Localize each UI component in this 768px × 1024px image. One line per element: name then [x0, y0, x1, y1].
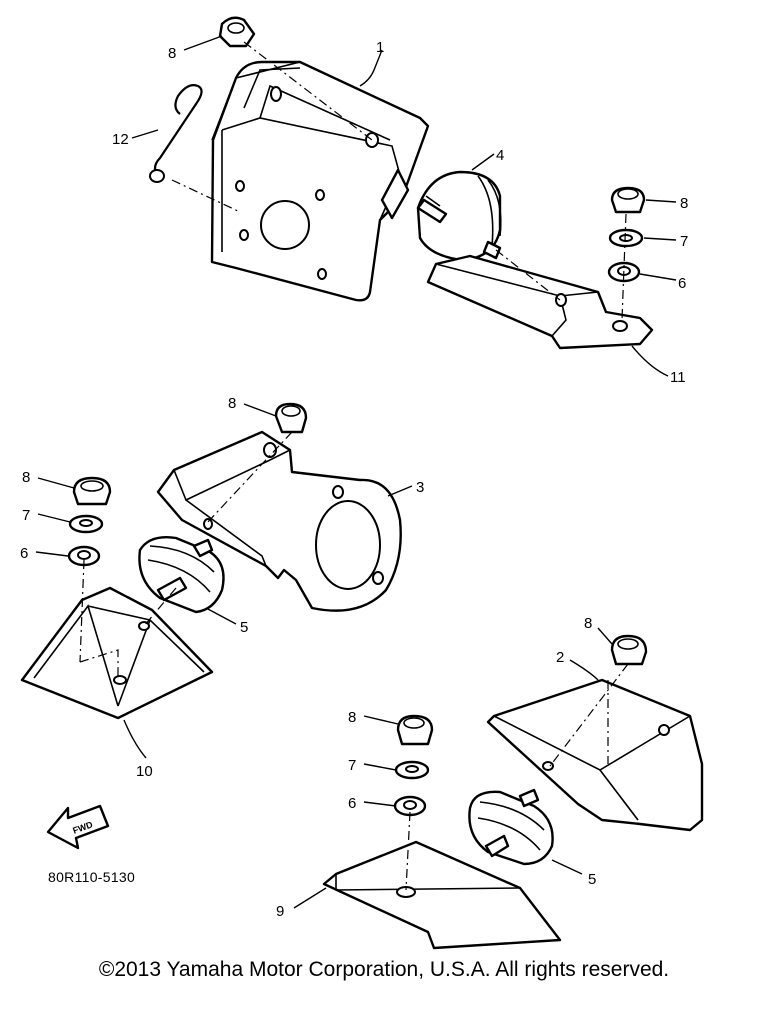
leader-line-8e — [597, 627, 613, 645]
leader-line-8f — [363, 715, 399, 725]
leader-line-6c — [363, 801, 397, 807]
leader-line-8c — [243, 403, 277, 417]
part-7-washer-bottom — [394, 760, 430, 780]
leader-line-6a — [639, 273, 677, 281]
label-part-5-bottom: 5 — [588, 871, 596, 888]
label-part-9: 9 — [276, 903, 284, 920]
assembly-line — [205, 431, 293, 525]
part-11-plate — [426, 254, 654, 350]
leader-line-6b — [35, 551, 69, 557]
leader-line-1 — [359, 49, 383, 87]
part-8-nut-bottom-right — [610, 634, 648, 666]
label-part-3: 3 — [416, 479, 424, 496]
label-part-7-bottom: 7 — [348, 757, 356, 774]
leader-line-5b — [551, 859, 583, 875]
label-part-7-left: 7 — [22, 507, 30, 524]
label-part-8-bottom: 8 — [348, 709, 356, 726]
leader-line-7c — [363, 763, 397, 771]
label-part-4: 4 — [496, 147, 504, 164]
label-part-8-right: 8 — [680, 195, 688, 212]
part-3-bracket — [156, 430, 402, 612]
label-part-8-top: 8 — [168, 45, 176, 62]
assembly-line — [495, 249, 561, 301]
part-8-nut-left — [72, 476, 112, 506]
part-7-washer-right — [608, 228, 644, 248]
label-part-12: 12 — [112, 131, 129, 148]
part-10-base — [20, 586, 214, 720]
label-part-2: 2 — [556, 649, 564, 666]
label-part-7-right: 7 — [680, 233, 688, 250]
leader-line-10 — [123, 719, 147, 759]
part-5-rubber-mount-middle — [138, 536, 225, 614]
label-part-6-bottom: 6 — [348, 795, 356, 812]
part-2-bracket — [486, 678, 704, 832]
label-part-8-middle: 8 — [228, 395, 236, 412]
label-part-10: 10 — [136, 763, 153, 780]
assembly-line — [549, 663, 629, 767]
label-part-5-middle: 5 — [240, 619, 248, 636]
leader-line-5a — [205, 607, 237, 625]
assembly-line — [79, 649, 119, 680]
leader-line-8d — [37, 477, 75, 489]
part-4-rubber-mount — [416, 170, 502, 262]
assembly-line — [143, 587, 177, 627]
leader-line-4 — [471, 153, 495, 171]
label-part-11: 11 — [670, 369, 686, 386]
assembly-line — [79, 559, 85, 663]
part-1-bracket — [210, 60, 430, 302]
label-part-6-right: 6 — [678, 275, 686, 292]
part-5-rubber-mount-bottom — [468, 788, 554, 866]
part-8-nut-middle — [274, 402, 308, 434]
assembly-line — [405, 811, 411, 891]
label-part-8-left: 8 — [22, 469, 30, 486]
leader-line-2 — [569, 659, 599, 681]
label-part-1: 1 — [376, 39, 384, 56]
leader-line-7a — [643, 237, 677, 241]
label-part-8-bottom-right: 8 — [584, 615, 592, 632]
part-8-nut-top — [218, 16, 256, 48]
part-8-nut-right — [610, 186, 646, 214]
fwd-arrow-icon: FWD — [46, 804, 110, 850]
leader-line-8b — [645, 199, 677, 203]
assembly-line — [243, 41, 373, 141]
diagram-code: 80R110-5130 — [48, 869, 135, 885]
leader-line-8a — [183, 35, 223, 51]
leader-line-7b — [37, 513, 71, 523]
leader-line-9 — [293, 887, 327, 909]
leader-line-12 — [131, 129, 159, 139]
assembly-line — [171, 179, 241, 213]
label-part-6-left: 6 — [20, 545, 28, 562]
leader-line-11 — [631, 345, 669, 377]
part-12-clip — [149, 84, 203, 183]
part-6-washer-left — [67, 545, 101, 567]
part-9-plate — [322, 840, 562, 950]
part-8-nut-bottom — [396, 714, 434, 746]
copyright-notice: ©2013 Yamaha Motor Corporation, U.S.A. A… — [98, 958, 670, 981]
leader-line-3 — [387, 485, 413, 497]
part-7-washer-left — [68, 514, 104, 534]
